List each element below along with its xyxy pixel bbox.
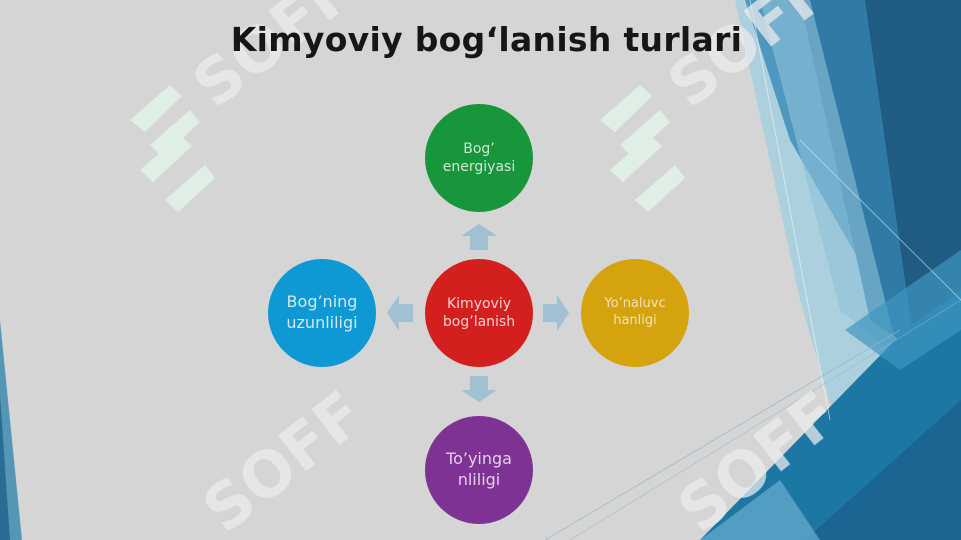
node-saturation: To’yinga nliligi	[425, 416, 533, 524]
node-saturation-label: To’yinga nliligi	[446, 449, 512, 489]
node-directionality: Yo’naluvc hanligi	[581, 259, 689, 367]
node-directionality-label: Yo’naluvc hanligi	[604, 296, 666, 328]
node-chemical-bond: Kimyoviy bog’lanish	[425, 259, 533, 367]
node-chemical-bond-label: Kimyoviy bog’lanish	[442, 295, 516, 330]
node-bond-length: Bog’ning uzunliligi	[268, 259, 376, 367]
arrow-left-icon	[387, 295, 413, 331]
arrow-up-icon	[461, 224, 497, 250]
arrow-right-icon	[543, 295, 569, 331]
slide-title-text: Kimyoviy bog‘lanish turlari	[230, 20, 743, 59]
node-bond-length-label: Bog’ning uzunliligi	[286, 292, 358, 332]
arrow-down-icon	[461, 376, 497, 402]
node-bond-energy: Bog’ energiyasi	[425, 104, 533, 212]
slide-title: Kimyoviy bog‘lanish turlari	[0, 20, 961, 59]
node-bond-energy-label: Bog’ energiyasi	[442, 140, 516, 175]
